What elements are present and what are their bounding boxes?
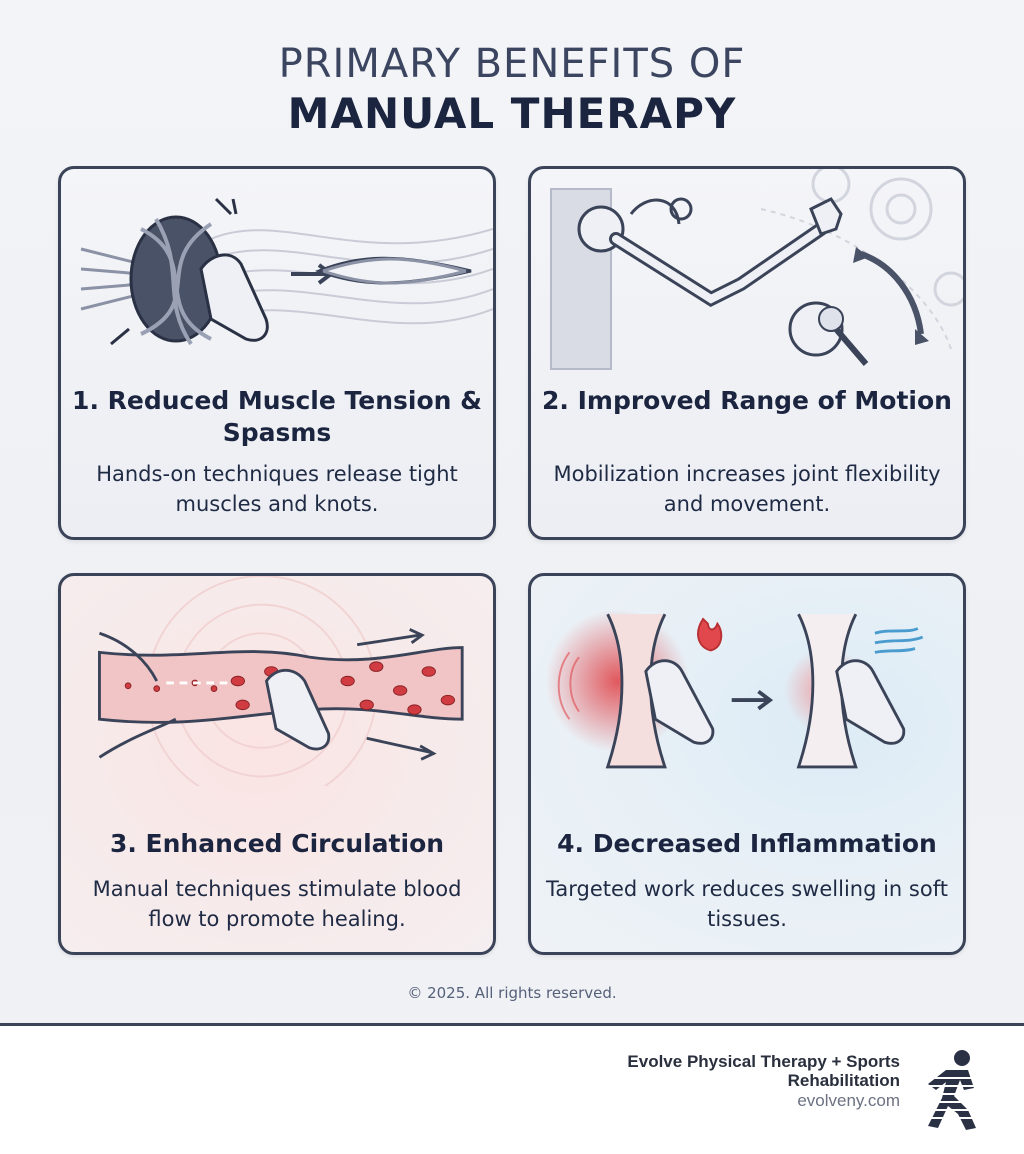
- card-body: Targeted work reduces swelling in soft t…: [546, 877, 948, 931]
- brand-block: Evolve Physical Therapy + Sports Rehabil…: [627, 1052, 900, 1112]
- benefit-card-range-of-motion: 2. Improved Range of Motion Mobilization…: [528, 166, 966, 540]
- brand-name-line2: Rehabilitation: [787, 1071, 900, 1090]
- card-body: Mobilization increases joint flexibility…: [553, 462, 941, 516]
- card-heading: 1. Reduced Muscle Tension & Spasms: [72, 386, 482, 447]
- benefit-card-circulation: 3. Enhanced Circulation Manual technique…: [58, 573, 496, 955]
- copyright-notice: © 2025. All rights reserved.: [407, 984, 617, 1002]
- running-figure-logo-icon: [926, 1050, 986, 1130]
- page-title: PRIMARY BENEFITS OF MANUAL THERAPY: [0, 40, 1024, 140]
- muscle-knot-release-icon: [80, 197, 493, 346]
- arm-joint-motion-icon: [550, 169, 963, 370]
- footer-divider: [0, 1023, 1024, 1026]
- brand-name-line1: Evolve Physical Therapy + Sports: [627, 1052, 900, 1071]
- benefit-card-muscle-tension: 1. Reduced Muscle Tension & Spasms Hands…: [58, 166, 496, 540]
- footer: Evolve Physical Therapy + Sports Rehabil…: [0, 1026, 1024, 1154]
- inflammation-reduction-icon: [545, 609, 924, 769]
- card-body: Manual techniques stimulate blood flow t…: [92, 877, 462, 931]
- page-title-line2: MANUAL THERAPY: [287, 89, 737, 138]
- card-body: Hands-on techniques release tight muscle…: [96, 462, 458, 516]
- blood-vessel-flow-icon: [98, 576, 464, 786]
- page-title-line1: PRIMARY BENEFITS OF: [278, 41, 746, 87]
- card-heading: 3. Enhanced Circulation: [109, 829, 445, 858]
- brand-url-link[interactable]: evolveny.com: [797, 1091, 900, 1110]
- card-heading: 4. Decreased Inflammation: [557, 829, 937, 858]
- benefit-card-inflammation: 4. Decreased Inflammation Targeted work …: [528, 573, 966, 955]
- card-heading: 2. Improved Range of Motion: [542, 386, 952, 415]
